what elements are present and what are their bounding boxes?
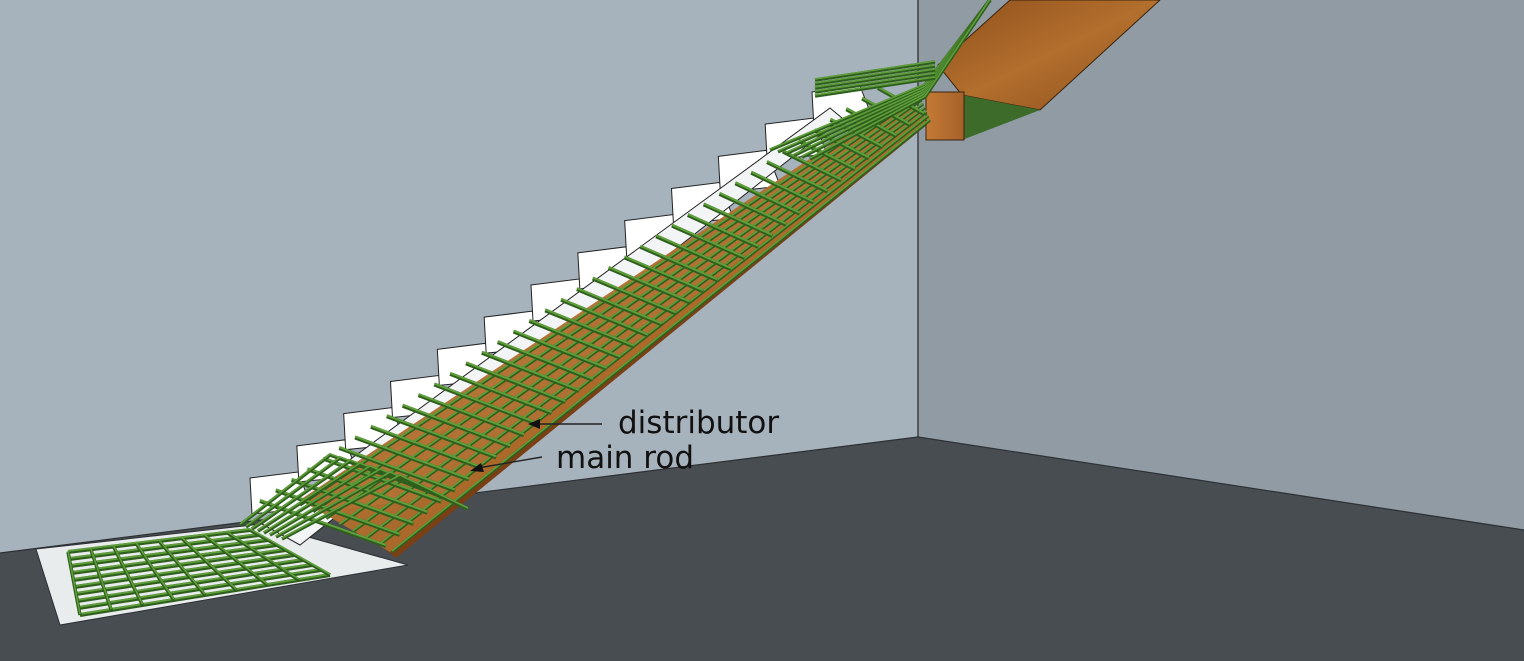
distributor-bar-highlight bbox=[354, 435, 470, 480]
bottom-kink-bar bbox=[281, 474, 469, 541]
distributor-bar-highlight bbox=[750, 170, 815, 203]
footing-bar-cross-highlight bbox=[135, 542, 175, 600]
left-wall bbox=[0, 0, 918, 553]
distributor-bar-highlight bbox=[465, 361, 566, 402]
distributor-bar-highlight bbox=[560, 297, 649, 336]
footing-bar-cross bbox=[249, 528, 331, 577]
distributor-bar-highlight bbox=[734, 181, 801, 214]
main-rod-arrowhead bbox=[470, 463, 484, 472]
landing-top-bar-highlight bbox=[814, 64, 936, 84]
main-rod-highlight bbox=[365, 110, 928, 539]
distributor-bar-highlight bbox=[529, 319, 621, 358]
main-rod-highlight bbox=[378, 114, 929, 545]
distributor-bar-highlight bbox=[782, 149, 842, 181]
footing-bar-cross-highlight bbox=[158, 539, 206, 595]
floor bbox=[0, 437, 1524, 661]
distributor-bar-highlight bbox=[639, 244, 718, 281]
floor-right-edge bbox=[917, 436, 1524, 531]
distributor-bar-highlight bbox=[544, 308, 635, 347]
footing-bar-cross-highlight bbox=[226, 531, 300, 580]
distributor-bar-highlight bbox=[433, 382, 539, 425]
landing-top-bar bbox=[814, 68, 936, 90]
distributor-bar-highlight bbox=[687, 213, 759, 247]
distributor-bar-highlight bbox=[513, 329, 608, 369]
distributor-bar-highlight bbox=[402, 403, 511, 447]
distributor-bar-highlight bbox=[592, 276, 677, 314]
footing-bar-cross-highlight bbox=[249, 528, 331, 575]
rebar-cage bbox=[238, 0, 992, 554]
distributor-bar-highlight bbox=[481, 350, 580, 391]
distributor-label: distributor bbox=[618, 405, 780, 441]
landing-top-bar-highlight bbox=[814, 72, 936, 92]
landing-top-bar-highlight bbox=[814, 60, 936, 80]
distributor-bar-highlight bbox=[703, 202, 773, 236]
top-landing-slab bbox=[937, 0, 1161, 111]
main-rod-highlight bbox=[299, 90, 919, 505]
distributor-bar-highlight bbox=[386, 414, 497, 458]
landing-top-bar-highlight bbox=[814, 68, 936, 88]
distributor-bar-highlight bbox=[655, 234, 732, 269]
distributor-bar-highlight bbox=[719, 191, 787, 225]
distributor-bar-highlight bbox=[624, 255, 704, 292]
footing-bar-cross-highlight bbox=[181, 536, 237, 590]
distributor-bar-highlight bbox=[576, 287, 663, 325]
top-anchor-bar-highlight bbox=[809, 0, 991, 159]
distributor-bar-highlight bbox=[608, 266, 690, 303]
footing-rebar-mesh bbox=[66, 528, 331, 617]
bottom-kink-bar-highlight bbox=[281, 474, 469, 539]
footing-bar-cross bbox=[226, 531, 300, 582]
footing-bar-cross-highlight bbox=[204, 533, 268, 585]
distributor-arrowhead bbox=[528, 419, 540, 429]
main-rod-highlight bbox=[352, 106, 926, 532]
landing-top-bar bbox=[814, 64, 936, 86]
main-rod-label: main rod bbox=[556, 440, 695, 476]
landing-top-bar-highlight bbox=[814, 76, 936, 96]
distributor-bar-highlight bbox=[671, 223, 746, 258]
distributor-bar-highlight bbox=[370, 424, 483, 469]
main-rod-leader-line bbox=[477, 456, 543, 469]
distributor-bar-highlight bbox=[449, 371, 552, 414]
main-rod bbox=[299, 90, 919, 507]
distributor-bar-highlight bbox=[338, 446, 456, 491]
landing-beam bbox=[925, 91, 965, 141]
landing-top-bar bbox=[814, 60, 936, 82]
footing-bar-cross-highlight bbox=[67, 550, 81, 615]
landing-top-bar bbox=[814, 76, 936, 98]
footing-bar-cross-highlight bbox=[112, 545, 144, 605]
distributor-bar-highlight bbox=[766, 160, 828, 192]
main-rod bbox=[351, 106, 926, 534]
right-wall bbox=[918, 0, 1524, 530]
landing-top-bar bbox=[814, 72, 936, 94]
distributor-bar-highlight bbox=[497, 340, 594, 380]
landing-beam-underside bbox=[962, 95, 1040, 140]
footing-bar-cross-highlight bbox=[89, 547, 113, 610]
main-rod-highlight bbox=[391, 118, 931, 552]
distributor-bar-highlight bbox=[418, 393, 525, 436]
